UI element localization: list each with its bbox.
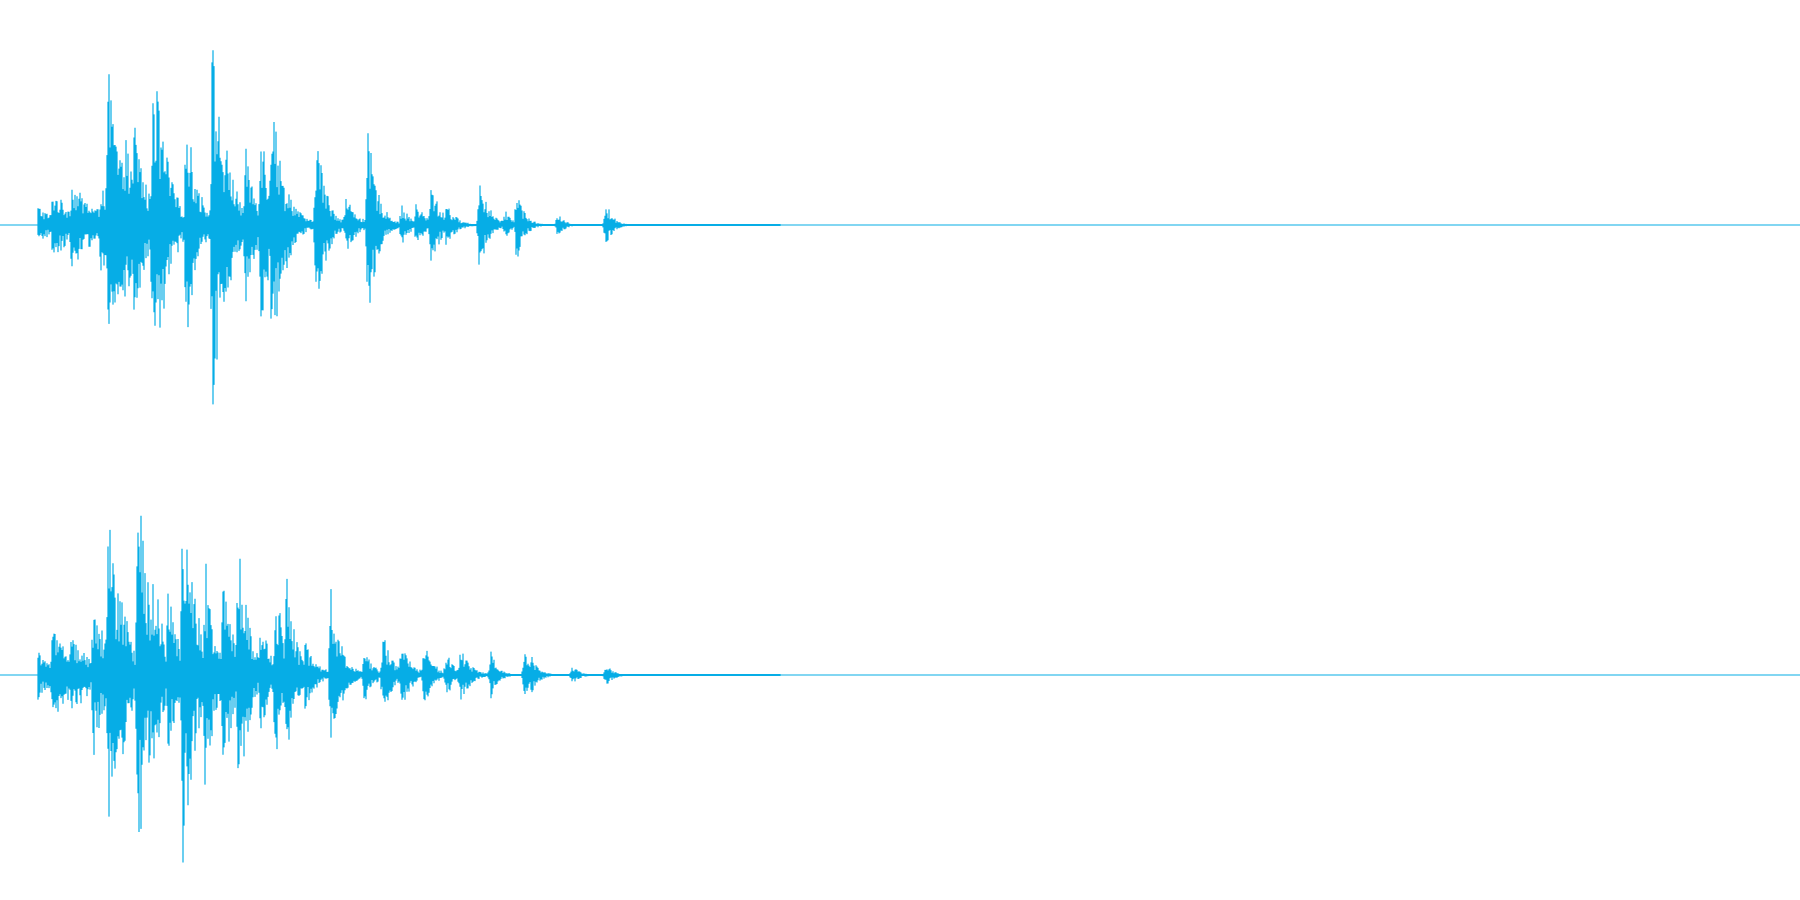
- waveform-channel-1: [0, 50, 1800, 405]
- waveform-trace: [37, 515, 781, 863]
- waveform-channel-1-plot: [0, 50, 1800, 405]
- waveform-channel-2-plot: [0, 515, 1800, 863]
- waveform-trace: [37, 50, 781, 405]
- waveform-channel-2: [0, 450, 1800, 900]
